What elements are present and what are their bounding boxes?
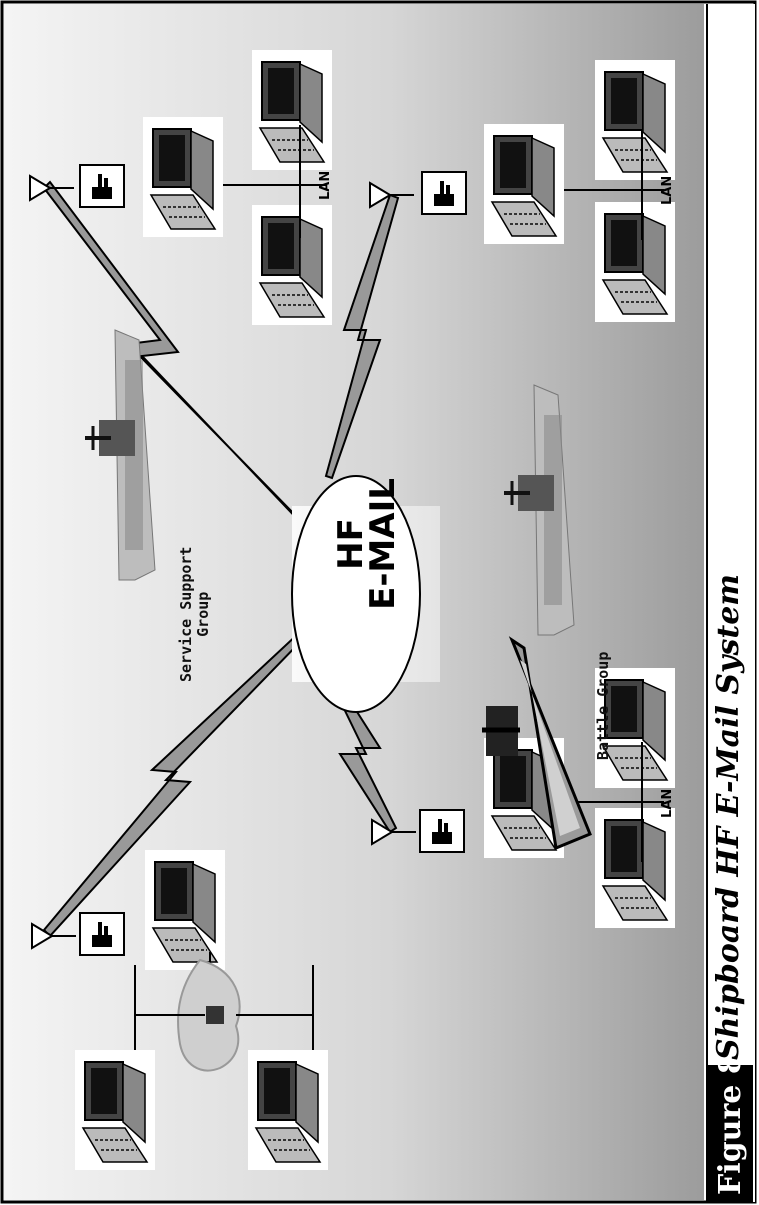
service-group-label: Service Support Group (177, 546, 212, 682)
service-group-line1: Service Support (177, 546, 195, 682)
caption-bar (706, 4, 755, 1202)
computer-icon (142, 116, 224, 238)
carrier-icon (482, 636, 592, 851)
computer-icon (74, 1049, 156, 1171)
hub-ellipse (291, 475, 421, 713)
radio-icon (79, 912, 125, 956)
battle-group-label: Battle Group (594, 651, 612, 760)
computer-icon (247, 1049, 329, 1171)
figure-number-box (706, 1065, 753, 1203)
computer-icon (251, 204, 333, 326)
radio-icon (421, 171, 467, 215)
hub-label-line2: E-MAIL (363, 478, 403, 610)
radio-icon (419, 809, 465, 853)
computer-icon (144, 849, 226, 971)
lan-label: LAN (318, 170, 333, 200)
computer-icon (594, 59, 676, 181)
radio-icon (79, 164, 125, 208)
computer-icon (594, 201, 676, 323)
hub-label: HF E-MAIL (331, 424, 403, 664)
lan-label: LAN (660, 175, 675, 205)
link-top-right (324, 193, 400, 480)
computer-icon (483, 123, 565, 245)
lan-label: LAN (660, 788, 675, 818)
computer-icon (251, 49, 333, 171)
computer-icon (594, 807, 676, 929)
figure-title: Shipboard HF E-Mail System (711, 573, 746, 1060)
service-group-line2: Group (194, 591, 212, 637)
